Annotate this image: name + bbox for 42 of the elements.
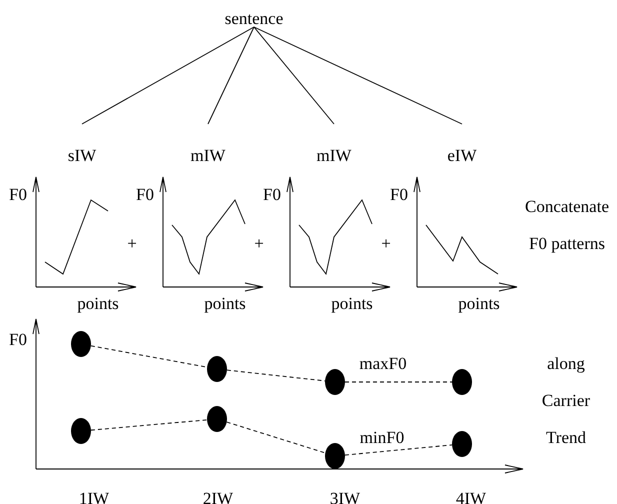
axis-label: 1IW — [78, 490, 110, 504]
tree-label: mIW — [309, 124, 359, 164]
data-point-dot — [325, 443, 345, 469]
data-point-dot — [325, 369, 345, 395]
dashed-connector — [226, 422, 326, 454]
tree-branch-line — [82, 26, 254, 124]
axis-label: F0 — [390, 186, 408, 202]
plus-sign: + — [254, 234, 264, 252]
axis-label: points — [204, 294, 246, 312]
axis-label: points — [331, 294, 373, 312]
tree-label: eIW — [437, 124, 487, 164]
dashed-connector — [226, 370, 326, 382]
axis-label: points — [458, 294, 500, 312]
data-point-dot — [71, 331, 91, 357]
data-point-dot — [452, 431, 472, 457]
side-note: along Carrier Trend — [540, 352, 592, 448]
plus-sign: + — [127, 234, 137, 252]
tree-label: sentence — [219, 10, 289, 27]
axis-label: 4IW — [456, 490, 486, 504]
data-point-dot — [452, 369, 472, 395]
dashed-connector — [90, 419, 208, 431]
tree-branch-line — [254, 26, 334, 124]
axis-label: points — [77, 294, 119, 312]
tree-branch-line — [254, 26, 462, 124]
plus-sign: + — [381, 234, 391, 252]
axis-label: F0 — [136, 186, 154, 202]
axis-label: 2IW — [202, 490, 234, 504]
dashed-connector — [344, 444, 452, 456]
data-point-dot — [71, 418, 91, 444]
axis-label: F0 — [9, 186, 27, 202]
series-label: maxF0 — [359, 354, 407, 372]
axis-label: F0 — [263, 186, 281, 202]
series-label: minF0 — [360, 428, 404, 446]
axis-label: F0 — [9, 330, 27, 348]
tree-label: mIW — [183, 124, 233, 164]
data-point-dot — [207, 406, 227, 432]
axis-label: 3IW — [330, 490, 360, 504]
dashed-connector — [90, 345, 208, 368]
tree-label: sIW — [57, 124, 107, 164]
data-point-dot — [207, 356, 227, 382]
tree-branch-line — [208, 26, 254, 124]
side-note: Concatenate F0 patterns — [524, 196, 610, 255]
